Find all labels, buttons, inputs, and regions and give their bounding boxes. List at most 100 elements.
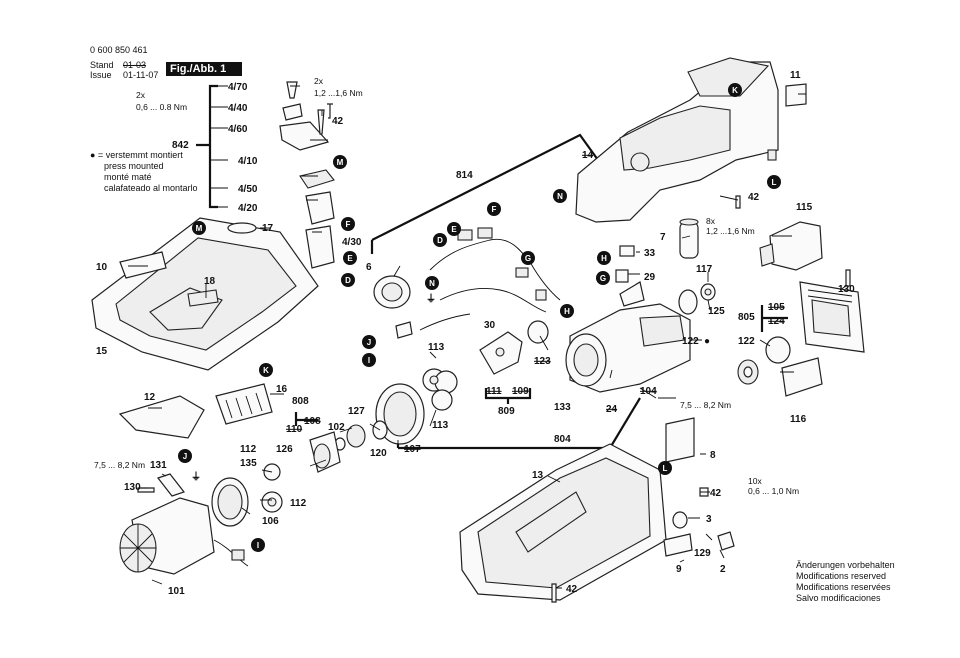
callout-i-2: I	[251, 538, 265, 552]
ring-large	[678, 289, 698, 315]
callout-e-1: E	[343, 251, 357, 265]
modifications-note: Änderungen vorbehalten Modifications res…	[796, 560, 895, 604]
label-7: 7	[660, 232, 666, 243]
callout-e-2: E	[447, 222, 461, 236]
callout-m-2: M	[192, 221, 206, 235]
callout-g-1: G	[521, 251, 535, 265]
top-housing-part	[575, 57, 779, 223]
label-101: 101	[168, 586, 185, 597]
legend: ● = verstemmt montiert press mounted mon…	[90, 150, 198, 194]
shaft-126-part	[309, 431, 341, 473]
label-116: 116	[790, 414, 807, 425]
callout-m-1: M	[333, 155, 347, 169]
label-110: 110	[286, 424, 303, 435]
gears-135-112	[261, 463, 283, 513]
planet-carrier-part	[479, 320, 549, 375]
label-33: 33	[644, 248, 656, 259]
label-2: 2	[720, 564, 726, 575]
callout-h-2: H	[597, 251, 611, 265]
brush-holder-116	[781, 357, 823, 397]
issue-label: Issue	[90, 70, 112, 80]
label-42d: 42	[566, 584, 578, 595]
label-124: 124	[768, 316, 785, 327]
label-10: 10	[96, 262, 108, 273]
label-104: 104	[640, 386, 657, 397]
legend-line-0: ● = verstemmt montiert	[90, 150, 183, 160]
callout-j-1: J	[362, 335, 376, 349]
legend-symbol: ● =	[90, 150, 104, 160]
label-4-10: 4/10	[238, 156, 258, 167]
ground-symbol-2-icon: ⏚	[191, 471, 201, 483]
label-9: 9	[676, 564, 682, 575]
label-112a: 112	[240, 444, 257, 455]
spec-s3: 8x	[706, 216, 716, 226]
svg-text:L: L	[663, 464, 668, 473]
bracket-809	[484, 388, 532, 404]
label-113a: 113	[428, 342, 445, 353]
label-130b: 130	[124, 482, 141, 493]
label-13: 13	[532, 470, 544, 481]
svg-text:H: H	[564, 307, 570, 316]
label-135: 135	[240, 458, 257, 469]
callout-l-2: L	[658, 461, 672, 475]
label-12: 12	[144, 392, 156, 403]
lead-131	[157, 473, 185, 497]
label-4-20: 4/20	[238, 203, 258, 214]
svg-text:L: L	[772, 178, 777, 187]
spec-s2: 2x	[136, 90, 146, 100]
label-133: 133	[554, 402, 571, 413]
label-17: 17	[262, 223, 274, 234]
label-842: 842	[172, 140, 189, 151]
stator-106-part	[211, 477, 249, 527]
label-plate-11	[785, 83, 807, 107]
washer-125	[704, 288, 712, 296]
svg-text:F: F	[346, 220, 351, 229]
label-4-50: 4/50	[238, 184, 258, 195]
label-808: 808	[292, 396, 309, 407]
callout-n-1: N	[553, 189, 567, 203]
svg-text:D: D	[437, 236, 443, 245]
legend-line-1: press mounted	[104, 161, 164, 171]
label-123: 123	[534, 356, 551, 367]
spec-s5: 7,5 ... 8,2 Nm	[94, 460, 145, 470]
label-18	[187, 289, 219, 307]
label-30: 30	[484, 320, 496, 331]
callout-h-1: H	[560, 304, 574, 318]
callout-k-1: K	[728, 83, 742, 97]
label-809: 809	[498, 406, 515, 417]
label-108: 108	[304, 416, 321, 427]
bracket-814	[370, 133, 599, 254]
connector-j-part	[395, 321, 413, 339]
label-4-30: 4/30	[342, 237, 362, 248]
label-131: 131	[150, 460, 167, 471]
label-117: 117	[696, 264, 713, 275]
label-11: 11	[790, 70, 801, 81]
label-814: 814	[456, 170, 473, 181]
label-122b: 122	[682, 336, 699, 347]
planet-gears-113	[422, 368, 458, 411]
bracket-805	[760, 305, 788, 332]
label-18: 18	[204, 276, 216, 287]
label-8: 8	[710, 450, 716, 461]
label-6: 6	[366, 262, 372, 273]
label-126: 126	[276, 444, 293, 455]
spec-s6b: 0,6 ... 1,0 Nm	[748, 486, 799, 496]
svg-text:I: I	[257, 541, 259, 550]
svg-text:J: J	[367, 338, 371, 347]
stand-date: 01-03	[123, 60, 147, 70]
callout-l-1: L	[767, 175, 781, 189]
footer-note-3: Salvo modificaciones	[796, 593, 881, 603]
callout-f-1: F	[341, 217, 355, 231]
spec-s2b: 0,6 ... 0.8 Nm	[136, 102, 187, 112]
cover-12-part	[118, 395, 205, 439]
part-33	[619, 245, 635, 257]
label-16: 16	[276, 384, 288, 395]
label-24: 24	[606, 404, 618, 415]
label-130a: 130	[838, 284, 855, 295]
callout-d-1: D	[341, 273, 355, 287]
label-4-40: 4/40	[228, 103, 248, 114]
label-115: 115	[796, 202, 813, 213]
bracket-part	[619, 281, 645, 307]
motor-101-part	[119, 497, 249, 575]
